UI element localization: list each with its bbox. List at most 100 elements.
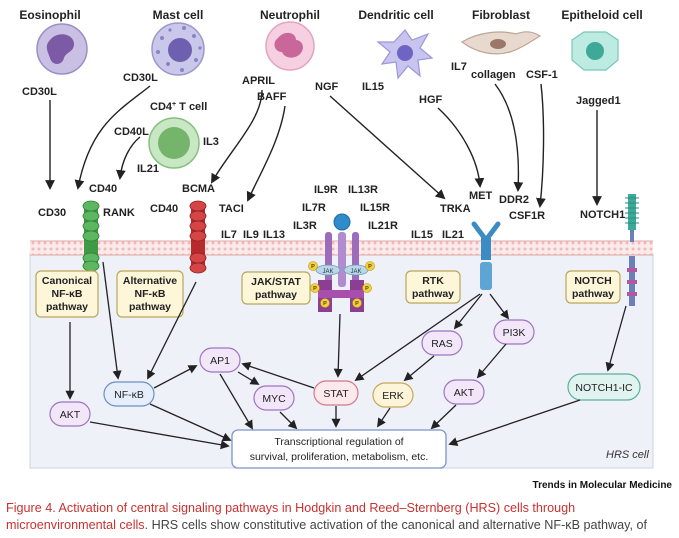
met-label: MET <box>469 190 493 202</box>
journal-credit: Trends in Molecular Medicine <box>533 480 673 491</box>
arrow-cd40l-cd40 <box>115 136 141 180</box>
csf1-label: CSF-1 <box>526 69 558 81</box>
arrow-baff-taci <box>246 105 286 202</box>
cytokine-receptor: JAK JAK P P P P P P <box>308 213 375 312</box>
svg-text:NF-κB: NF-κB <box>135 288 166 300</box>
jak-right-label: JAK <box>350 269 361 275</box>
arrow-ap1-outcome <box>219 373 253 430</box>
akt-left-node: AKT <box>49 401 91 427</box>
stat-node: STAT <box>313 380 359 406</box>
arrow-erk-outcome <box>376 407 391 428</box>
april-label: APRIL <box>242 75 275 87</box>
bcma-label: BCMA <box>182 183 215 195</box>
figure-caption-line2: microenvironmental cells. HRS cells show… <box>6 517 674 534</box>
svg-text:STAT: STAT <box>323 388 349 400</box>
arrow-pi3k-akt <box>476 343 507 379</box>
svg-text:Canonical: Canonical <box>42 275 92 287</box>
figure-caption-title: Figure 4. Activation of central signalin… <box>6 501 576 515</box>
svg-text:PI3K: PI3K <box>503 327 526 339</box>
cd4-t-cell-icon <box>148 117 200 169</box>
arrow-april-bcma <box>211 89 263 184</box>
arrow-ngf-trka <box>329 95 446 200</box>
csf1r-label: CSF1R <box>509 210 545 222</box>
myc-node: MYC <box>253 385 295 411</box>
eosinophil-cell-icon <box>36 23 88 75</box>
arrow-akt-right-outcome <box>430 404 457 430</box>
cd40-label: CD40 <box>150 203 178 215</box>
il13r-label: IL13R <box>348 184 378 196</box>
cd40l-label: CD40L <box>114 126 149 138</box>
trka-label: TRKA <box>440 203 471 215</box>
epitheloid-cell-label: Epitheloid cell <box>561 8 642 22</box>
phospho-6: P <box>355 301 359 307</box>
arrow-taci-nfkb <box>147 281 197 380</box>
arrow-nfkb-ap1 <box>153 365 198 389</box>
svg-text:ERK: ERK <box>382 390 404 402</box>
phospho-4: P <box>365 286 369 292</box>
svg-text:survival, proliferation, metab: survival, proliferation, metabolism, etc… <box>250 451 429 463</box>
canonical-nfkb-box: Canonical NF-κB pathway <box>35 270 99 318</box>
arrow-ap1-myc <box>237 371 260 385</box>
il9r-label: IL9R <box>314 184 338 196</box>
dendritic-cell-icon <box>376 29 434 80</box>
svg-text:pathway: pathway <box>129 301 171 313</box>
arrow-cd30l-rank <box>74 85 151 190</box>
il13-label: IL13 <box>263 229 285 241</box>
il21-label: IL21 <box>137 163 159 175</box>
epitheloid-cell-icon <box>571 31 619 71</box>
nfkb-node: NF-κB <box>103 381 155 407</box>
arrow-rtk-pi3k <box>489 293 510 320</box>
il9-label: IL9 <box>243 229 259 241</box>
arrow-myc-outcome <box>279 411 298 430</box>
taci-label: TACI <box>219 203 244 215</box>
collagen-label: collagen <box>471 69 516 81</box>
notch-box: NOTCH pathway <box>565 270 621 304</box>
jak-left-label: JAK <box>322 269 333 275</box>
cd40-top-label: CD40 <box>89 183 117 195</box>
svg-text:MYC: MYC <box>262 393 286 405</box>
il7r-label: IL7R <box>302 202 326 214</box>
ddr2-label: DDR2 <box>499 194 529 206</box>
ngf-label: NGF <box>315 81 339 93</box>
arrow-ras-erk <box>403 355 435 382</box>
il15-ligand-label: IL15 <box>362 81 384 93</box>
arrow-rank-nfkb <box>102 261 122 380</box>
figure-caption-text: HRS cells show constitutive activation o… <box>148 518 647 532</box>
il15-receptor-label: IL15 <box>411 229 433 241</box>
svg-text:NOTCH1-IC: NOTCH1-IC <box>575 382 633 394</box>
arrow-stat-ap1 <box>241 362 315 389</box>
eosinophil-label: Eosinophil <box>19 8 80 22</box>
mast-cell-icon <box>151 22 205 76</box>
arrow-notch1-ic <box>605 305 627 372</box>
hgf-label: HGF <box>419 94 443 106</box>
fibroblast-label: Fibroblast <box>472 8 530 22</box>
bcma-taci-receptor <box>189 200 207 274</box>
ap1-node: AP1 <box>199 347 241 373</box>
cd4-t-cell-label: CD4+ T cell <box>150 101 207 113</box>
arrow-csf1-csf1r <box>535 83 546 208</box>
rank-label: RANK <box>103 207 135 219</box>
baff-label: BAFF <box>257 91 287 103</box>
svg-text:NOTCH: NOTCH <box>574 275 611 287</box>
cd30-rank-receptor <box>82 200 100 272</box>
cd30l-mast-label: CD30L <box>123 72 158 84</box>
rtk-receptor <box>471 221 501 290</box>
svg-text:pathway: pathway <box>46 301 88 313</box>
phospho-3: P <box>313 286 317 292</box>
arrow-akt-left-outcome <box>89 421 230 450</box>
svg-text:pathway: pathway <box>255 289 297 301</box>
svg-text:JAK/STAT: JAK/STAT <box>251 276 301 288</box>
svg-text:RAS: RAS <box>431 338 453 350</box>
rtk-box: RTK pathway <box>405 270 461 304</box>
ras-node: RAS <box>421 330 463 356</box>
notch1-label: NOTCH1 <box>580 209 625 221</box>
il21-receptor-label: IL21 <box>442 229 464 241</box>
il7-receptor-label: IL7 <box>221 229 237 241</box>
svg-text:RTK: RTK <box>422 275 444 287</box>
svg-text:NF-κB: NF-κB <box>52 288 83 300</box>
mast-cell-label: Mast cell <box>153 8 204 22</box>
svg-text:pathway: pathway <box>412 288 454 300</box>
jagged1-label: Jagged1 <box>576 95 621 107</box>
notch1-receptor <box>625 194 639 306</box>
jakstat-box: JAK/STAT pathway <box>241 271 311 305</box>
